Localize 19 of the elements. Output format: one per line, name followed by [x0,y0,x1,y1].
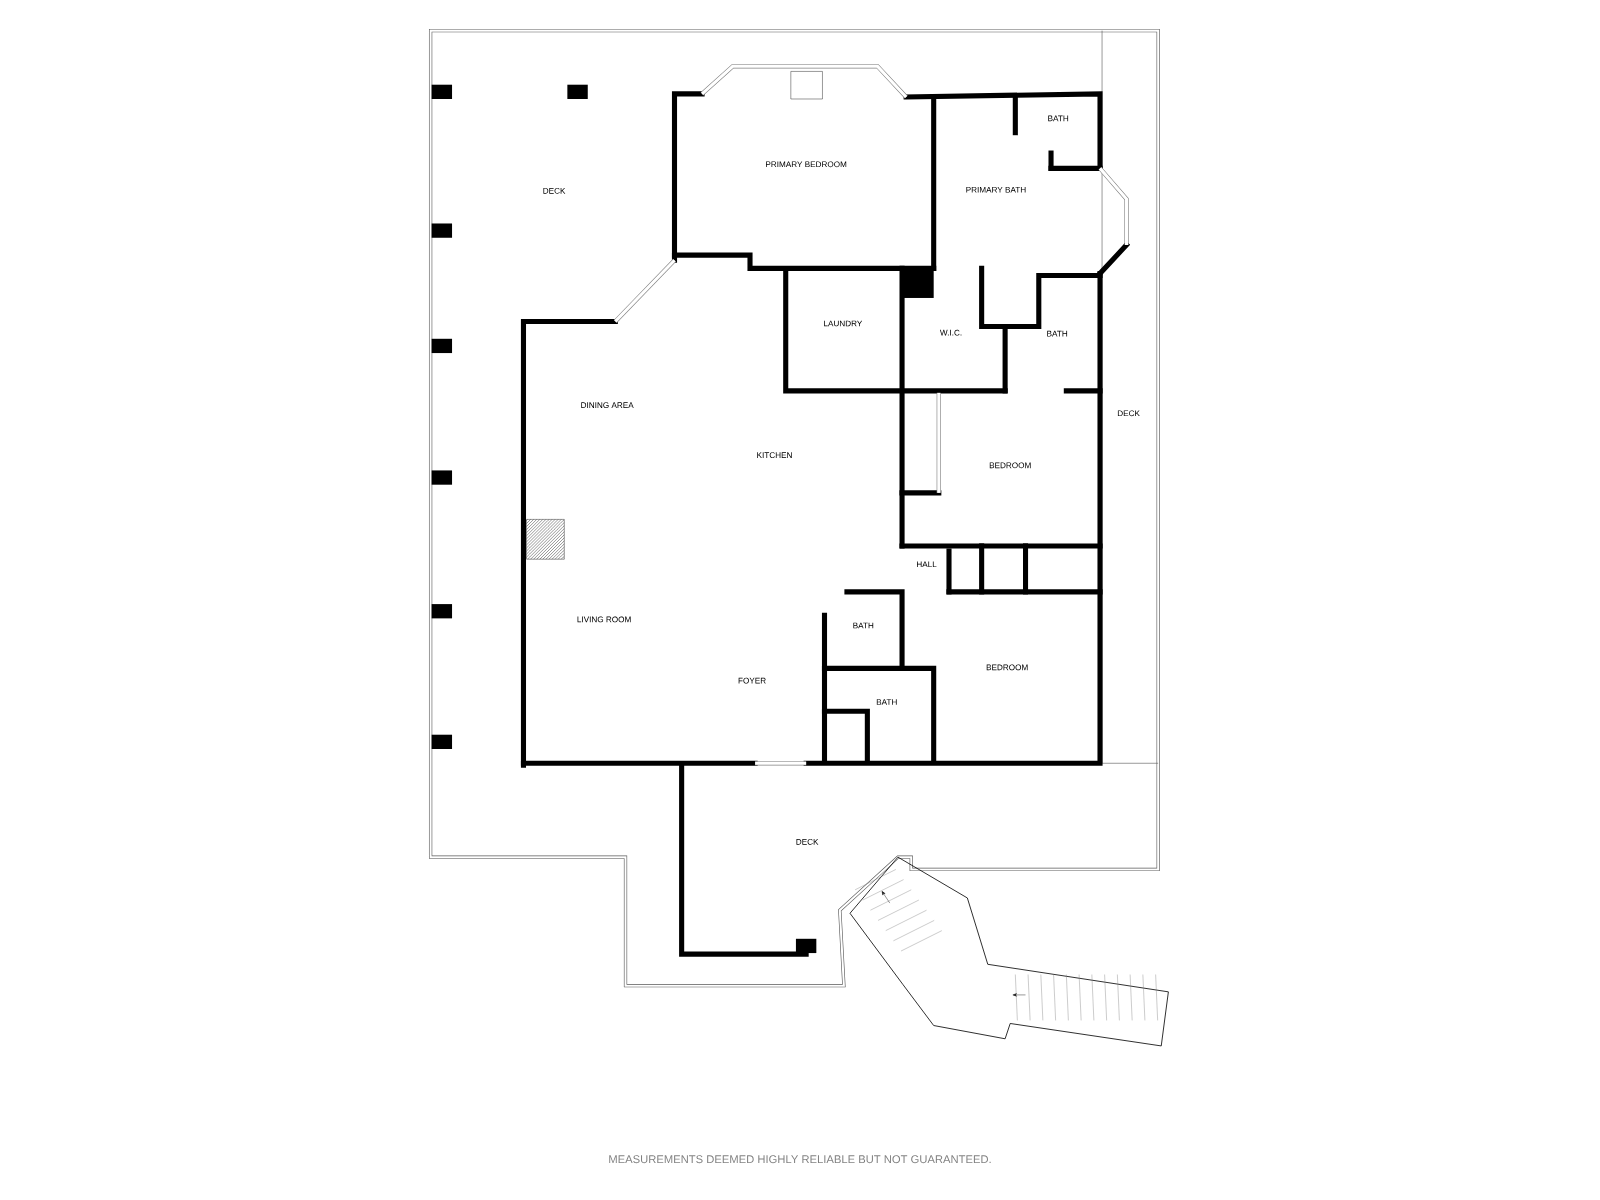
room-label: FOYER [738,677,766,684]
room-label: BATH [876,699,897,705]
room-label: BEDROOM [986,664,1028,671]
room-label: PRIMARY BATH [966,187,1026,193]
room-label: BATH [1047,330,1068,337]
room-label: HALL [917,561,937,568]
room-label: LAUNDRY [824,320,863,327]
room-label: DECK [1117,410,1140,417]
room-label: BEDROOM [989,462,1031,469]
disclaimer-text: MEASUREMENTS DEEMED HIGHLY RELIABLE BUT NOT GUARANTEED. [609,1155,991,1164]
room-label: KITCHEN [757,452,792,458]
room-label: LIVING ROOM [577,616,631,623]
room-label: DINING AREA [581,402,634,408]
room-label: DECK [543,187,566,194]
room-label: PRIMARY BEDROOM [766,161,847,168]
room-label: W.I.C. [939,329,962,336]
room-label: BATH [1048,115,1069,122]
room-label: BATH [853,622,874,629]
room-label: DECK [796,838,819,845]
